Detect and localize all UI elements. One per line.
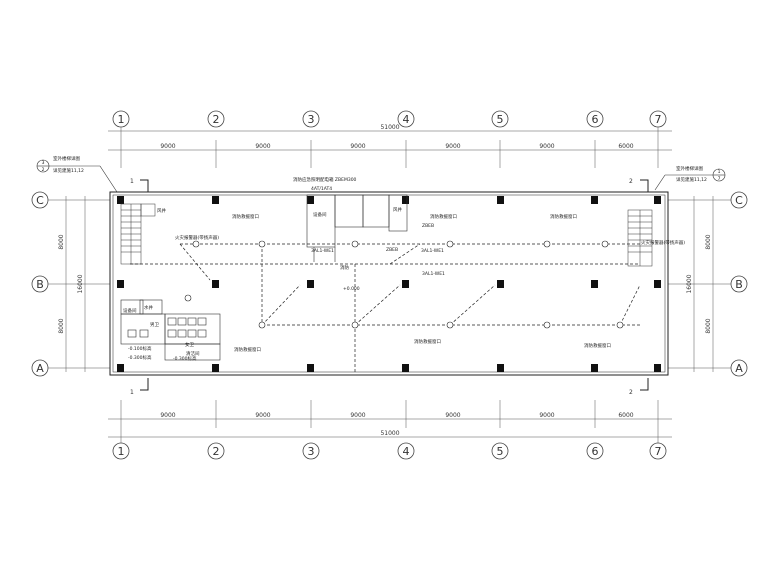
- grid-row-a-right: A: [735, 362, 743, 375]
- span-6-bottom: 6000: [618, 412, 633, 419]
- fire-window-labels: 消防救援窗口 消防救援窗口 消防救援窗口 消防救援窗口 消防救援窗口 消防救援窗…: [232, 213, 611, 353]
- dimension-lines-bottom: [108, 400, 672, 443]
- grid-col-3-top: 3: [308, 113, 315, 126]
- equipment-room-core: 设备间: [313, 211, 327, 218]
- callout-right-text-1: 室外楼梯详图: [676, 165, 703, 172]
- dimension-lines-top: [108, 127, 672, 168]
- grid-col-1-bottom: 1: [118, 445, 125, 458]
- fire-window-label-2: 消防救援窗口: [430, 213, 457, 220]
- fire-window-label-3: 消防救援窗口: [550, 213, 577, 220]
- stair-right: [627, 209, 653, 267]
- smoke-detector-label-right: 火灾报警器(带扬声器): [641, 239, 685, 246]
- gap-label: 消防: [340, 264, 349, 271]
- total-depth-right: 16000: [686, 274, 693, 293]
- fire-window-label-1: 消防救援窗口: [232, 213, 259, 220]
- span-3-bottom: 9000: [350, 412, 365, 419]
- grid-col-7-bottom: 7: [655, 445, 662, 458]
- section-mark-left-top: 1: [130, 178, 134, 185]
- elevation-right: -0.300标高: [173, 355, 197, 362]
- cleaning-room-label: 清洁间: [186, 350, 200, 357]
- grid-col-3-bottom: 3: [308, 445, 315, 458]
- service-core: [306, 194, 408, 262]
- grid-col-5-top: 5: [497, 113, 504, 126]
- grid-labels-top: 1 2 3 4 5 6 7: [118, 113, 662, 126]
- fire-window-label-6: 消防救援窗口: [584, 342, 611, 349]
- grid-row-b-right: B: [735, 278, 743, 291]
- total-depth-left: 16000: [77, 274, 84, 293]
- stair-left: [120, 203, 156, 265]
- fire-window-label-4: 消防救援窗口: [234, 346, 261, 353]
- grid-col-2-top: 2: [213, 113, 220, 126]
- elevation-left-2: -0.300标高: [128, 354, 152, 361]
- structural-columns: [117, 196, 661, 372]
- grid-col-2-bottom: 2: [213, 445, 220, 458]
- grid-row-a-left: A: [36, 362, 44, 375]
- span-5-top: 9000: [539, 143, 554, 150]
- span-1-top: 9000: [160, 143, 175, 150]
- grid-row-c-left: C: [36, 194, 44, 207]
- grid-row-c-right: C: [735, 194, 743, 207]
- row-span-ba-left: 8000: [58, 318, 65, 333]
- male-wc-label: 男卫: [150, 322, 159, 328]
- callout-right-text-2: 详见建施11,12: [676, 176, 707, 183]
- dimension-lines-left: [48, 196, 110, 372]
- row-span-cb-right: 8000: [705, 234, 712, 249]
- callout-left-text-2: 详见建施11,12: [53, 167, 84, 174]
- callout-left-text-1: 室外楼梯详图: [53, 155, 80, 162]
- grid-bubbles-bottom: [112, 442, 667, 460]
- callouts: [36, 159, 726, 193]
- callout-left-index: 3: [42, 160, 45, 166]
- span-2-top: 9000: [255, 143, 270, 150]
- panel-id-1: 3AL1-WE1: [311, 248, 334, 254]
- span-2-bottom: 9000: [255, 412, 270, 419]
- panel-sub-label: 4AT/1AT4: [311, 186, 332, 192]
- fire-window-label-5: 消防救援窗口: [414, 338, 441, 345]
- box-b-label: ZBEB: [386, 247, 398, 253]
- section-mark-left-bottom: 1: [130, 389, 134, 396]
- emergency-circuit: [130, 243, 641, 372]
- detectors: [184, 240, 624, 329]
- equipment-room-label: 设备间: [123, 307, 137, 314]
- smoke-detector-label-left: 火灾报警器(带扬声器): [175, 234, 219, 241]
- box-a-label: ZBEB: [422, 223, 434, 229]
- grid-col-4-bottom: 4: [403, 445, 410, 458]
- total-width-bottom: 51000: [380, 430, 399, 437]
- callout-left-detail: 2: [42, 167, 45, 173]
- fan-room-core: 风井: [393, 206, 402, 213]
- callout-right-detail: 7: [718, 176, 721, 182]
- row-span-cb-left: 8000: [58, 234, 65, 249]
- grid-col-4-top: 4: [403, 113, 410, 126]
- grid-labels-bottom: 1 2 3 4 5 6 7: [118, 445, 662, 458]
- grid-col-5-bottom: 5: [497, 445, 504, 458]
- grid-col-6-bottom: 6: [592, 445, 599, 458]
- span-4-top: 9000: [445, 143, 460, 150]
- grid-col-7-top: 7: [655, 113, 662, 126]
- span-5-bottom: 9000: [539, 412, 554, 419]
- row-span-ba-right: 8000: [705, 318, 712, 333]
- toilet-block: [120, 299, 221, 361]
- fan-room-left: 风井: [157, 207, 166, 214]
- female-wc-label: 女卫: [185, 341, 194, 348]
- span-6-top: 6000: [618, 143, 633, 150]
- span-3-top: 9000: [350, 143, 365, 150]
- section-mark-right-bottom: 2: [629, 389, 633, 396]
- water-well-label: 水井: [144, 304, 153, 311]
- level-mark: +0.000: [343, 286, 360, 292]
- panel-title-label: 消防应急照明配电箱 ZBEM300: [293, 176, 357, 183]
- span-4-bottom: 9000: [445, 412, 460, 419]
- grid-col-1-top: 1: [118, 113, 125, 126]
- dimension-lines-right: [668, 196, 731, 372]
- grid-row-b-left: B: [36, 278, 44, 291]
- grid-col-6-top: 6: [592, 113, 599, 126]
- total-width-top: 51000: [380, 124, 399, 131]
- callout-right-index: 1: [718, 169, 721, 175]
- section-marks: [140, 179, 649, 391]
- panel-id-3: 3AL1-WE1: [422, 271, 445, 277]
- span-1-bottom: 9000: [160, 412, 175, 419]
- elevation-left: -0.100标高: [128, 345, 152, 352]
- panel-id-2: 3AL1-WE1: [421, 248, 444, 254]
- section-mark-right-top: 2: [629, 178, 633, 185]
